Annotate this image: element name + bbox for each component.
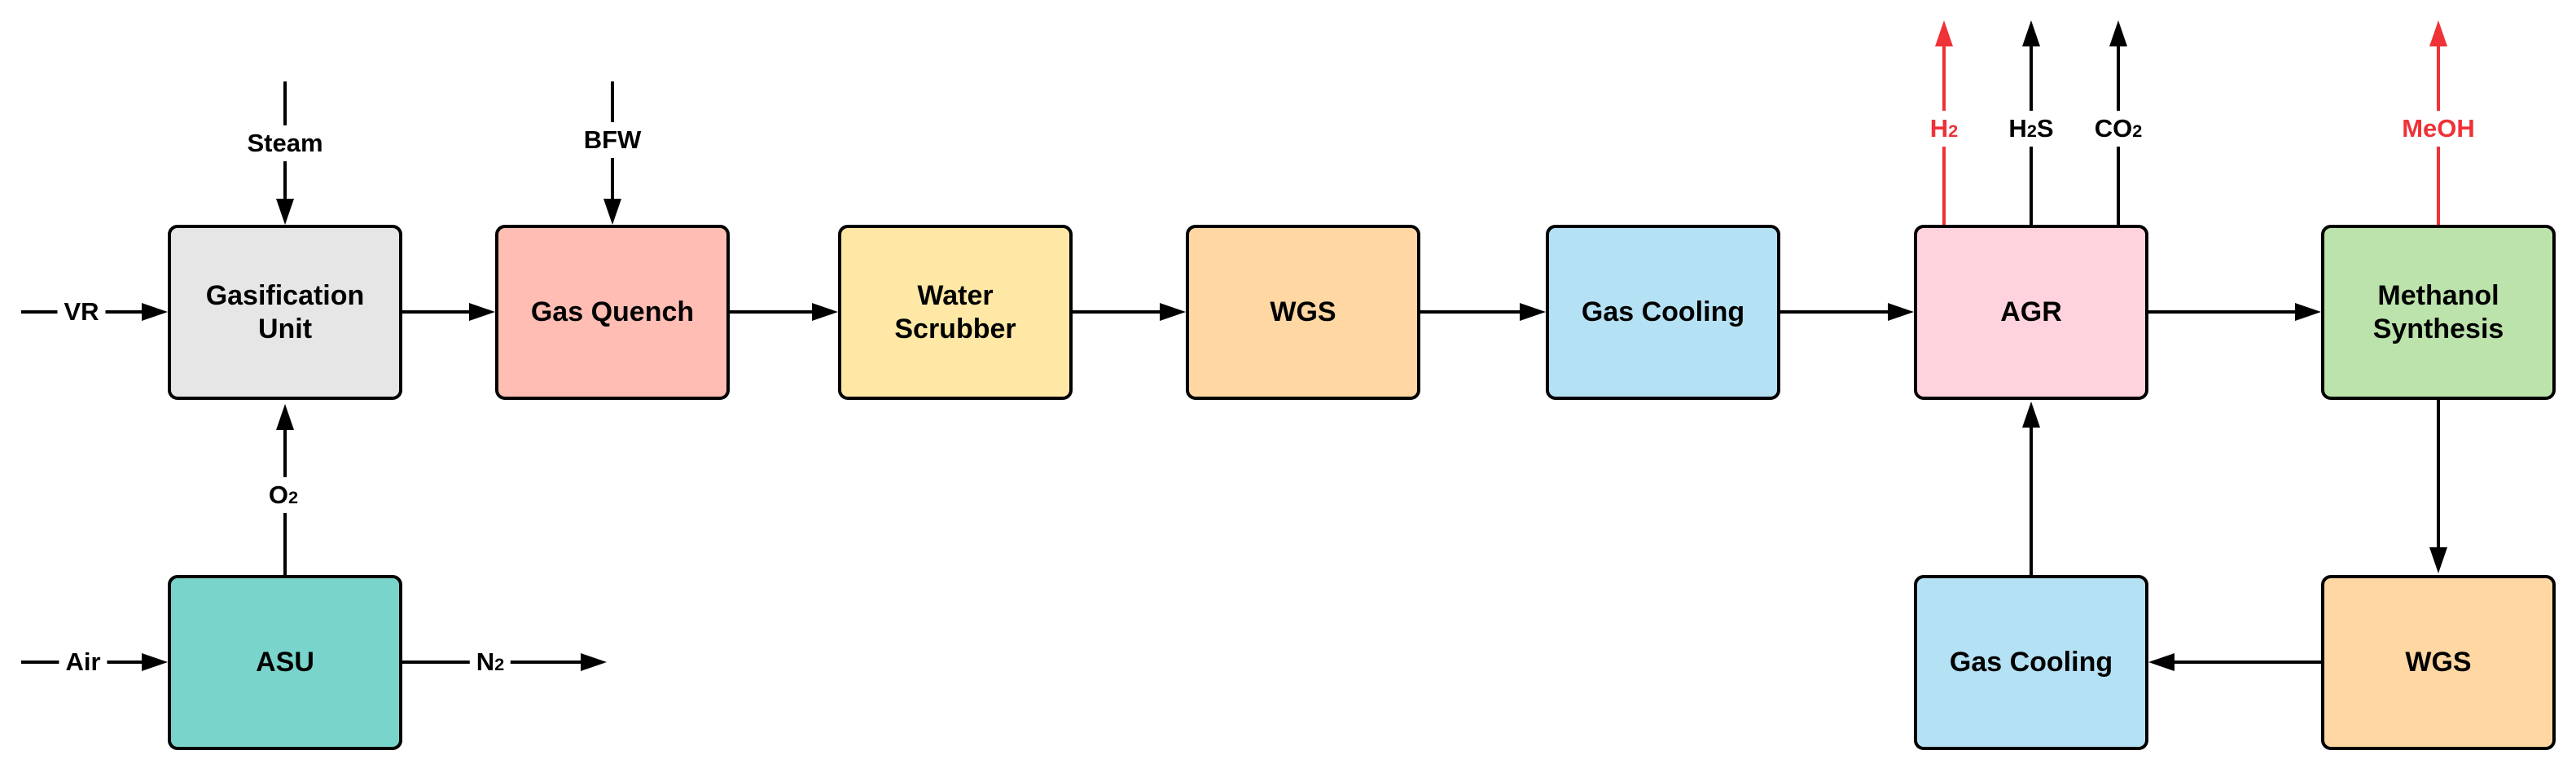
arrowhead-into-agr (1888, 303, 1914, 321)
node-label-gasification-unit: Gasification Unit (205, 280, 365, 345)
arrowhead-n2-outlet (581, 653, 607, 671)
node-label-agr: AGR (2000, 296, 2062, 328)
node-label-water-scrubber: Water Scrubber (894, 280, 1016, 345)
arrowhead-steam-into-gasification (276, 199, 294, 225)
stream-label-vr: VR (57, 297, 106, 327)
arrow-line-scrubber-to-wgs (1073, 310, 1160, 314)
node-wgs-1: WGS (1186, 225, 1420, 400)
node-label-asu: ASU (256, 647, 314, 678)
arrowhead-h2s-outlet (2022, 20, 2040, 46)
node-asu: ASU (168, 575, 402, 750)
node-label-methanol-synthesis: Methanol Synthesis (2372, 280, 2504, 345)
arrowhead-into-wgs-2 (2429, 547, 2447, 573)
arrowhead-into-water-scrubber (812, 303, 838, 321)
arrowhead-into-wgs-1 (1160, 303, 1186, 321)
node-wgs-2: WGS (2321, 575, 2556, 750)
stream-label-o2: O2 (260, 477, 307, 513)
stream-label-n2: N2 (469, 647, 511, 677)
arrowhead-vr-into-gasification (142, 303, 168, 321)
arrowhead-meoh-outlet (2429, 20, 2447, 46)
node-label-gas-cooling-2: Gas Cooling (1949, 647, 2113, 678)
stream-label-co2: CO2 (2086, 111, 2151, 147)
arrowhead-into-methanol-synthesis (2295, 303, 2321, 321)
arrowhead-h2-outlet (1935, 20, 1953, 46)
arrowhead-air-into-asu (142, 653, 168, 671)
arrowhead-into-gas-cooling-2 (2148, 653, 2174, 671)
node-label-gas-quench: Gas Quench (530, 296, 695, 328)
arrow-line-wgs2-to-gascooling2 (2174, 660, 2321, 664)
arrowhead-into-gas-quench (469, 303, 495, 321)
arrow-line-wgs-to-gascooling (1420, 310, 1520, 314)
arrow-line-gasification-to-gasquench (402, 310, 469, 314)
stream-label-h2s: H2S (2000, 111, 2062, 147)
arrowhead-into-gas-cooling-1 (1520, 303, 1546, 321)
stream-label-bfw: BFW (575, 122, 650, 158)
arrowhead-co2-outlet (2109, 20, 2127, 46)
arrowhead-o2-into-gasification (276, 404, 294, 430)
arrow-line-gasquench-to-scrubber (730, 310, 812, 314)
stream-label-h2: H2 (1921, 111, 1967, 147)
node-agr: AGR (1914, 225, 2148, 400)
arrowhead-gascooling2-into-agr (2022, 402, 2040, 428)
arrowhead-bfw-into-gas-quench (603, 199, 621, 225)
node-gas-cooling-1: Gas Cooling (1546, 225, 1780, 400)
node-methanol-synthesis: Methanol Synthesis (2321, 225, 2556, 400)
node-label-wgs-1: WGS (1270, 296, 1336, 328)
stream-label-steam: Steam (239, 125, 331, 161)
arrow-line-agr-to-methanol (2148, 310, 2295, 314)
arrow-line-methanol-to-wgs2 (2437, 400, 2440, 547)
node-gas-quench: Gas Quench (495, 225, 730, 400)
arrow-line-gascooling2-to-agr (2030, 428, 2033, 575)
node-label-wgs-2: WGS (2405, 647, 2472, 678)
node-label-gas-cooling-1: Gas Cooling (1581, 296, 1745, 328)
arrow-line-gascooling-to-agr (1780, 310, 1888, 314)
stream-label-meoh: MeOH (2394, 111, 2483, 147)
node-water-scrubber: Water Scrubber (838, 225, 1073, 400)
stream-label-air: Air (59, 647, 108, 677)
node-gasification-unit: Gasification Unit (168, 225, 402, 400)
node-gas-cooling-2: Gas Cooling (1914, 575, 2148, 750)
